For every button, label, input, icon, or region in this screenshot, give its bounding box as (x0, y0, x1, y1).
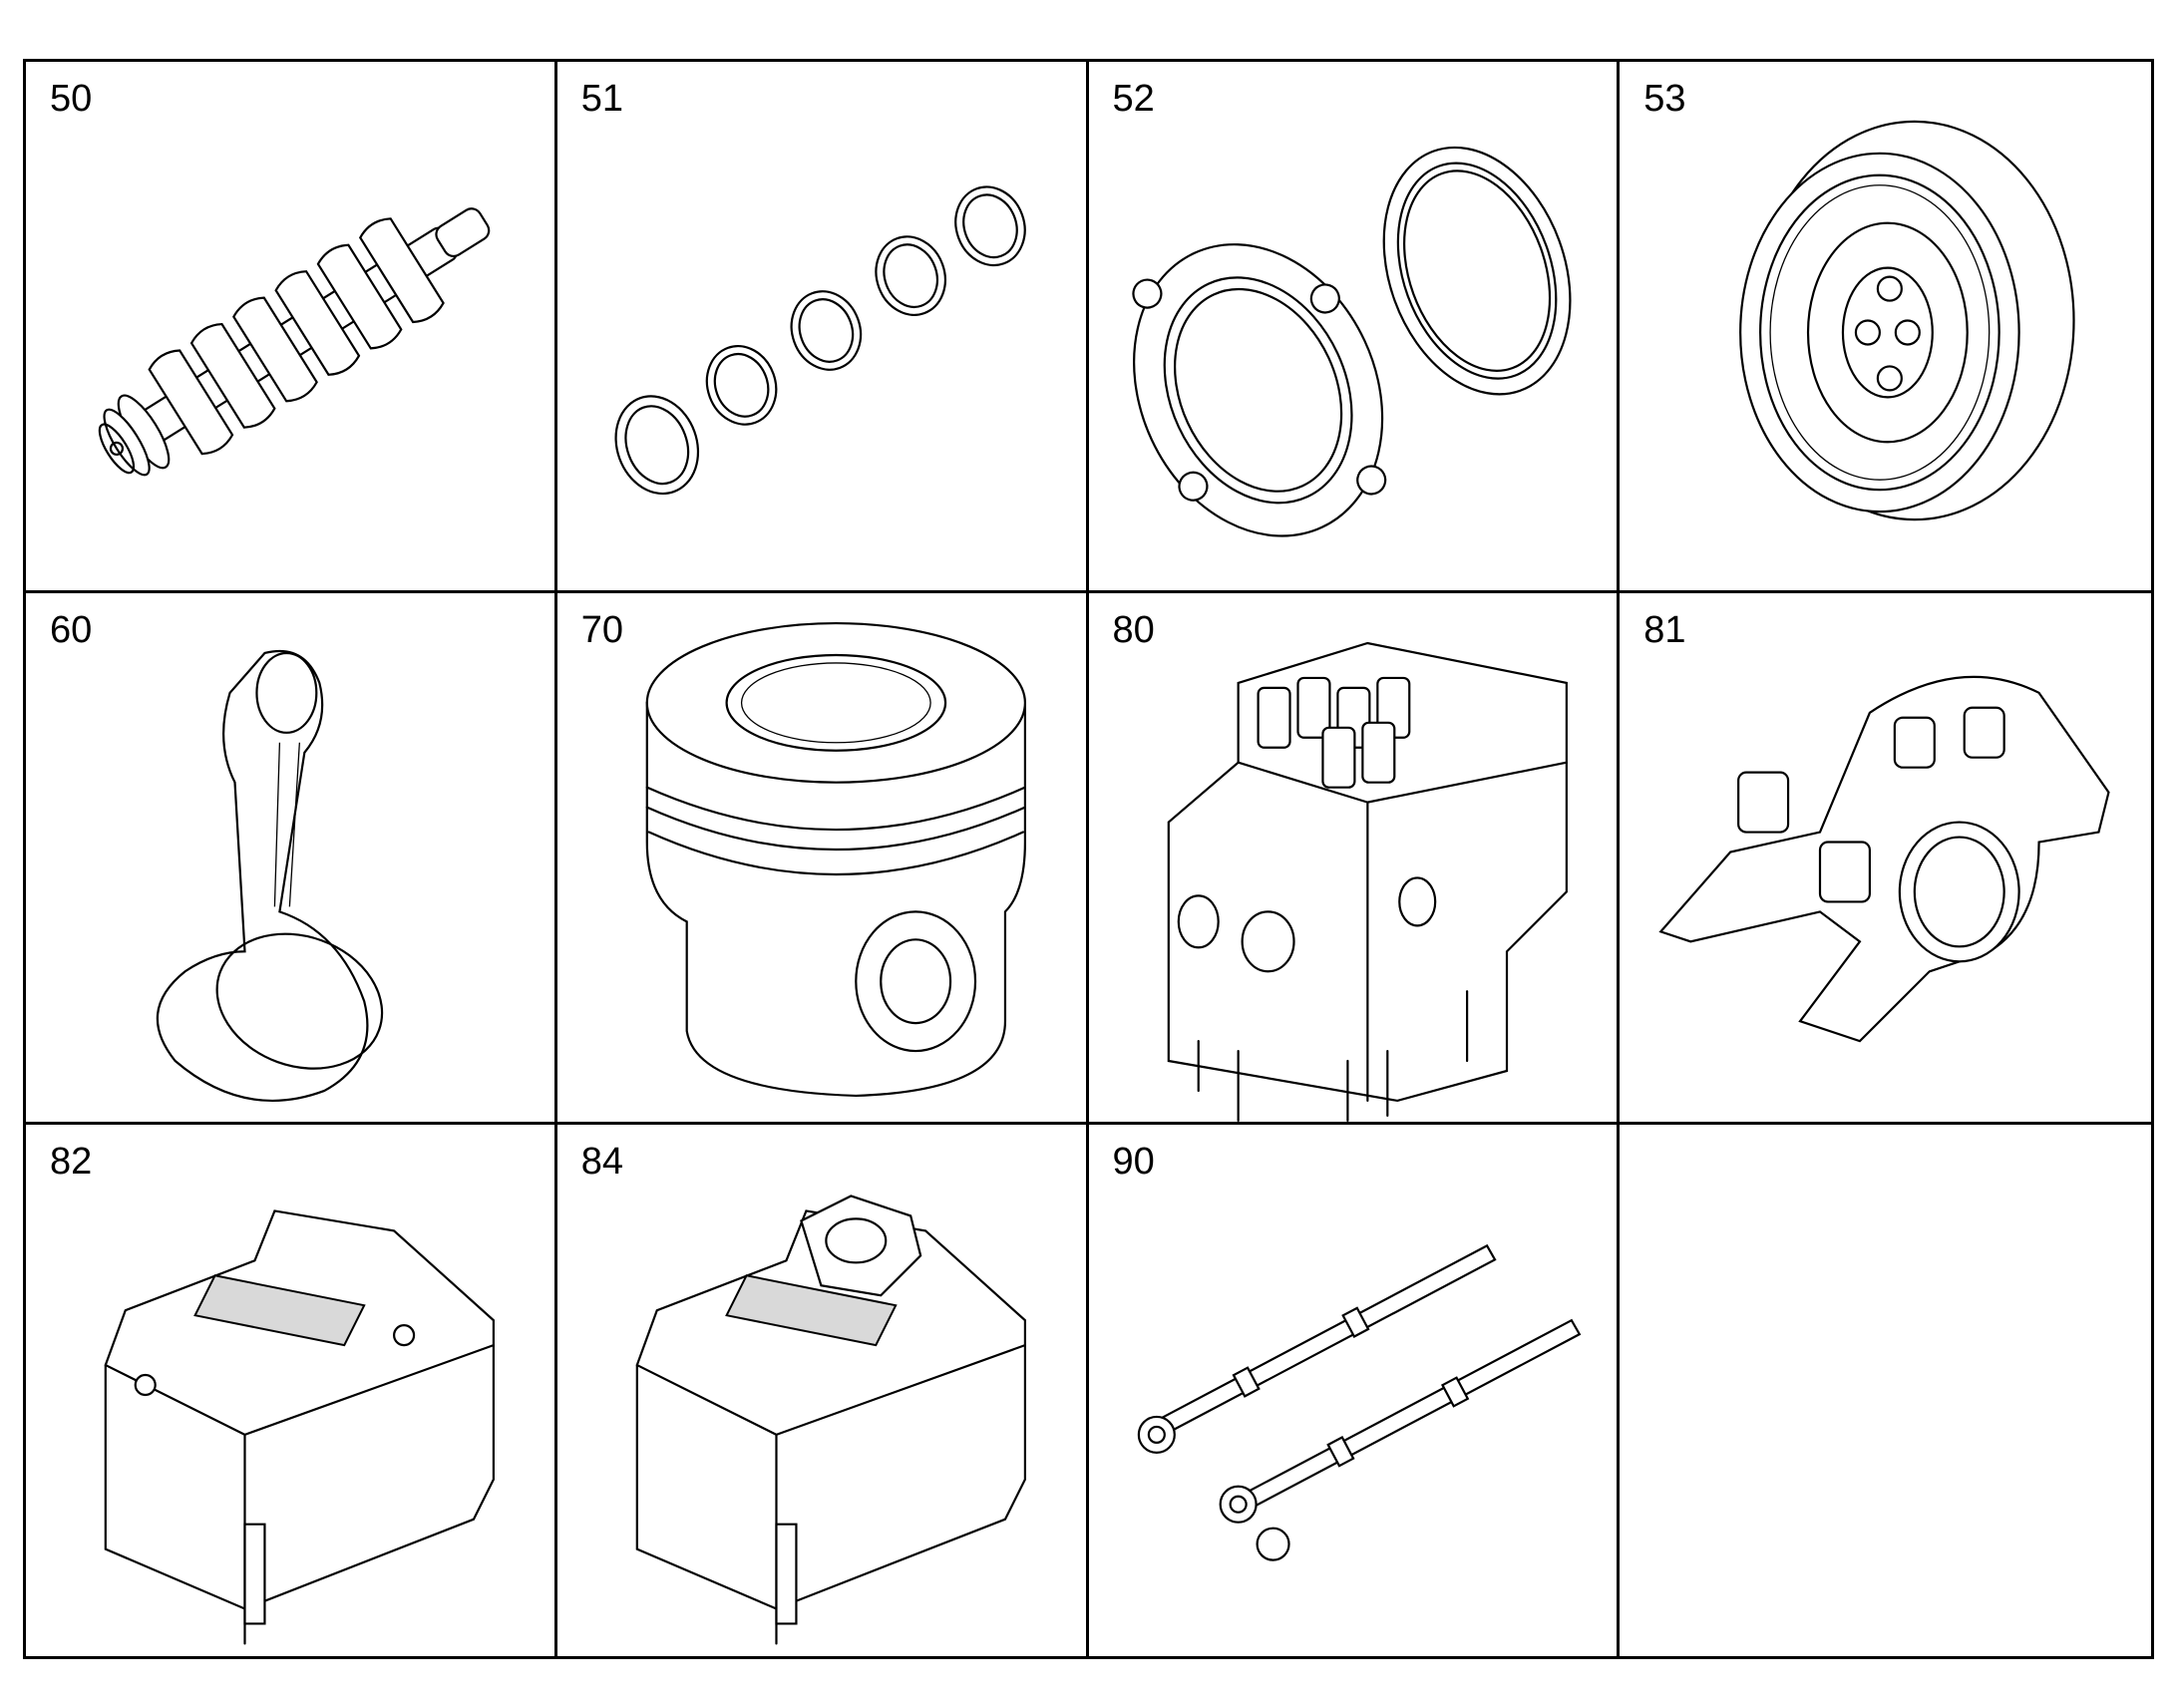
part-number: 70 (580, 609, 624, 651)
cylinder-head-cover-gasket-icon (557, 1125, 1086, 1656)
part-number: 82 (50, 1141, 93, 1183)
connecting-rod-icon (26, 593, 554, 1122)
part-cell-50[interactable]: 50 (26, 62, 557, 593)
cylinder-head-cover-icon (26, 1125, 554, 1656)
crankshaft-icon (26, 62, 554, 590)
piston-icon (557, 593, 1086, 1122)
parts-grid: 50 51 (23, 59, 2154, 1659)
part-cell-82[interactable]: 82 (26, 1125, 557, 1656)
rocker-arm-icon (1620, 593, 2151, 1122)
bearing-shells-icon (557, 62, 1086, 590)
part-cell-81[interactable]: 81 (1620, 593, 2151, 1125)
part-cell-60[interactable]: 60 (26, 593, 557, 1125)
part-cell-90[interactable]: 90 (1089, 1125, 1621, 1656)
part-cell-52[interactable]: 52 (1088, 62, 1621, 593)
part-cell-empty (1620, 1125, 2151, 1656)
part-cell-84[interactable]: 84 (557, 1125, 1089, 1656)
part-number: 60 (50, 609, 93, 651)
part-number: 90 (1112, 1141, 1155, 1183)
cylinder-head-icon (1089, 593, 1618, 1122)
part-number: 80 (1112, 609, 1155, 651)
part-number: 51 (580, 78, 624, 120)
part-cell-80[interactable]: 80 (1088, 593, 1621, 1125)
part-number: 50 (50, 78, 93, 120)
part-number: 53 (1643, 78, 1686, 120)
vibration-damper-icon (1620, 62, 2151, 590)
part-number: 52 (1112, 78, 1155, 120)
part-number: 81 (1643, 609, 1686, 651)
part-cell-51[interactable]: 51 (556, 62, 1089, 593)
seal-flange-icon (1089, 62, 1618, 590)
part-cell-70[interactable]: 70 (556, 593, 1089, 1125)
shafts-icon (1089, 1125, 1618, 1656)
part-cell-53[interactable]: 53 (1620, 62, 2151, 593)
part-number: 84 (580, 1141, 624, 1183)
